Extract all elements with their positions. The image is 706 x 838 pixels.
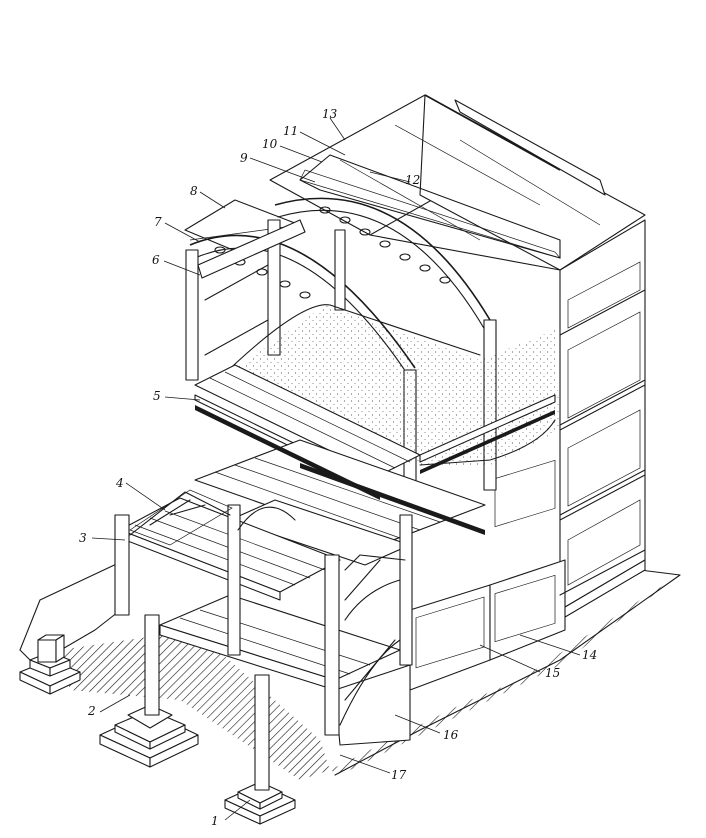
label-13: 13 bbox=[322, 107, 338, 121]
lower-floors bbox=[114, 439, 486, 791]
label-16: 16 bbox=[443, 728, 459, 742]
upper-floor bbox=[194, 304, 560, 491]
label-8: 8 bbox=[190, 184, 198, 198]
label-2: 2 bbox=[88, 704, 96, 718]
label-7: 7 bbox=[154, 215, 162, 229]
label-5: 5 bbox=[153, 389, 161, 403]
ring-beams bbox=[195, 405, 555, 535]
label-17: 17 bbox=[391, 768, 407, 782]
wall-panels bbox=[334, 219, 646, 746]
footings bbox=[19, 634, 296, 825]
label-12: 12 bbox=[405, 173, 421, 187]
label-10: 10 bbox=[262, 137, 278, 151]
label-4: 4 bbox=[116, 476, 124, 490]
label-9: 9 bbox=[240, 151, 248, 165]
label-3: 3 bbox=[79, 531, 87, 545]
leaders bbox=[91, 117, 581, 821]
label-11: 11 bbox=[283, 124, 299, 138]
label-6: 6 bbox=[152, 253, 160, 267]
label-1: 1 bbox=[211, 814, 219, 828]
roof bbox=[184, 94, 646, 271]
label-14: 14 bbox=[582, 648, 598, 662]
label-15: 15 bbox=[545, 666, 561, 680]
